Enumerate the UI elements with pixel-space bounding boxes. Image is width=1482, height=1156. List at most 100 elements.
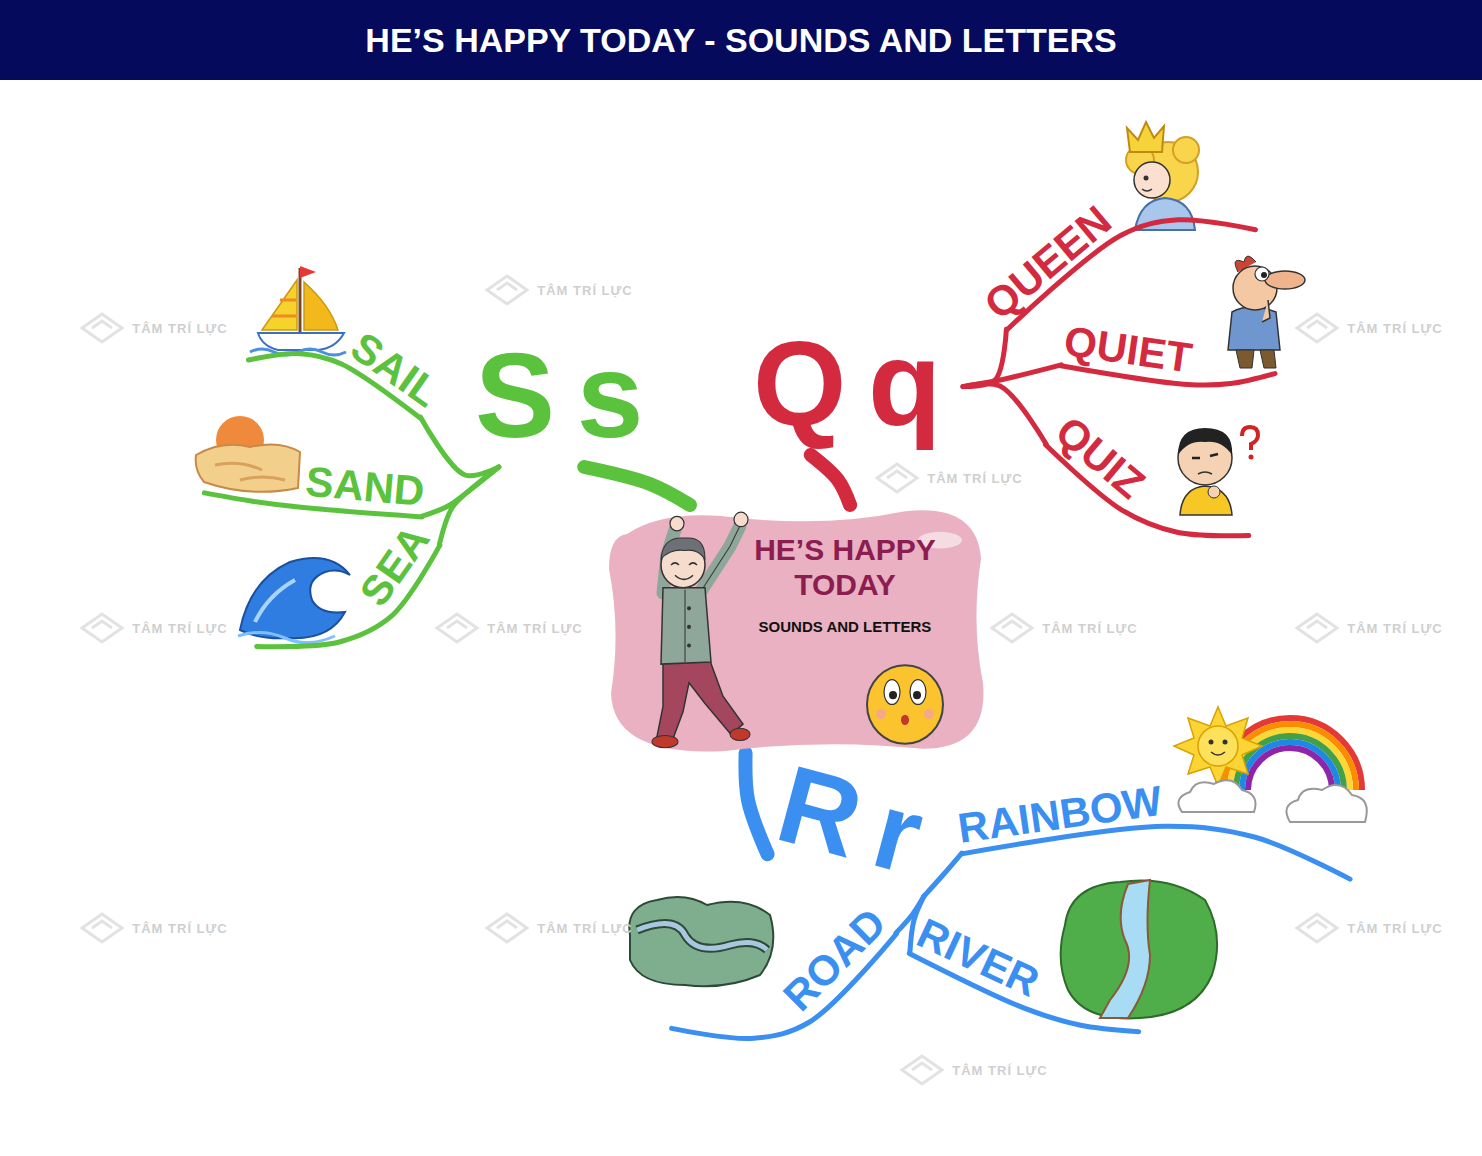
central-topic: HE’S HAPPY TODAY SOUNDS AND LETTERS: [605, 505, 985, 753]
topic-blob: [913, 691, 921, 699]
topic-blob: [675, 575, 693, 579]
topic-blob: [901, 715, 909, 725]
branch-underline: [1044, 398, 1249, 584]
quiet-man-picture: [1262, 300, 1270, 322]
topic-blob: [661, 588, 711, 664]
rainbow-picture: [1223, 740, 1228, 745]
sailboat-picture: [262, 280, 297, 330]
topic-blob: [876, 709, 886, 719]
sand-picture: [196, 416, 300, 492]
quiet-man-picture: [1228, 256, 1305, 368]
topic-blob: [910, 680, 926, 705]
letter-label: Rr: [768, 748, 953, 896]
topic-blob: [661, 538, 705, 559]
keyword-label: QUIET: [1061, 317, 1195, 383]
watermark-text: TÂM TRÍ LỰC: [927, 471, 1022, 486]
watermark-logo: [877, 464, 917, 492]
watermark-logo: [92, 921, 112, 928]
watermark-logo: [497, 921, 517, 928]
watermark-text: TÂM TRÍ LỰC: [487, 621, 582, 636]
quiz-boy-picture: [1242, 427, 1258, 450]
road-picture: [637, 924, 767, 950]
watermark-text: TÂM TRÍ LỰC: [537, 283, 632, 298]
watermark-logo: [82, 276, 1337, 1084]
watermark-logo: [1002, 621, 1022, 628]
topic-blob: [867, 665, 943, 744]
quiz-boy-picture: [1178, 427, 1258, 515]
sailboat-picture: [300, 266, 316, 278]
queen-picture: [1142, 189, 1152, 191]
sailboat-picture: [258, 333, 344, 350]
keyword-branch: SAIL: [342, 323, 448, 417]
rainbow-picture: [1248, 748, 1332, 790]
watermark-logo: [1307, 321, 1327, 328]
keyword-branch: SAND: [304, 458, 427, 516]
watermark-logo: [877, 464, 917, 492]
watermark-logo: [92, 621, 112, 628]
watermark-logo: [437, 614, 477, 642]
branch-underline: [257, 492, 443, 701]
watermark-logo: [437, 614, 477, 642]
watermark-logo: [1297, 614, 1337, 642]
quiz-boy-picture: [1192, 454, 1218, 458]
topic-blob: [685, 590, 686, 662]
quiet-man-picture: [1261, 272, 1267, 278]
quiet-man-picture: [1265, 271, 1305, 289]
watermark-logo: [82, 314, 122, 342]
watermark-logo: [1297, 614, 1337, 642]
wave-picture: [238, 632, 335, 642]
watermark-logo: [487, 276, 527, 304]
rainbow-picture: [1174, 707, 1262, 786]
letter-branch: Ss: [475, 323, 665, 467]
topic-subtitle: SOUNDS AND LETTERS: [725, 618, 965, 636]
sailboat-picture: [304, 282, 338, 330]
watermark-logo: [902, 1056, 942, 1084]
queen-picture: [1127, 122, 1164, 152]
watermark-logo: [1297, 914, 1337, 942]
letter-label: Ss: [475, 323, 665, 467]
rainbow-picture: [1211, 752, 1225, 755]
branch-line: [584, 467, 690, 505]
keyword-label: SAIL: [342, 323, 448, 417]
quiet-man-picture: [1228, 307, 1280, 350]
wave-picture: [255, 580, 295, 622]
sand-picture: [240, 477, 285, 480]
watermark-logo: [487, 914, 527, 942]
topic-title: HE’S HAPPY TODAY: [725, 533, 965, 602]
quiz-boy-picture: [1198, 472, 1212, 474]
watermark-logo: [1307, 921, 1327, 928]
road-picture: [629, 897, 773, 986]
watermark-logo: [82, 314, 122, 342]
watermark-text: TÂM TRÍ LỰC: [1042, 621, 1137, 636]
sand-picture: [196, 444, 300, 491]
branch-line: [439, 467, 498, 545]
watermark-logo: [992, 614, 1032, 642]
wave-picture: [240, 558, 350, 638]
rainbow-picture: [1178, 780, 1255, 812]
queen-picture: [1144, 176, 1149, 181]
watermark-logo: [82, 914, 122, 942]
watermark-text: TÂM TRÍ LỰC: [1347, 321, 1442, 336]
topic-blob: [884, 680, 900, 705]
keyword-label: RIVER: [910, 909, 1047, 1007]
watermark-text: TÂM TRÍ LỰC: [952, 1063, 1047, 1078]
road-picture: [637, 924, 767, 950]
keyword-branch: QUIZ: [1046, 407, 1154, 508]
topic-blob: [670, 516, 684, 530]
quiet-man-picture: [1255, 267, 1269, 281]
keyword-label: QUEEN: [975, 196, 1120, 329]
quiet-man-picture: [1236, 350, 1276, 368]
watermark-text: TÂM TRÍ LỰC: [1347, 621, 1442, 636]
quiz-boy-picture: [1208, 486, 1220, 498]
keyword-branch: QUIET: [1061, 317, 1195, 383]
rainbow-picture: [1286, 785, 1366, 822]
branch-line: [963, 384, 1046, 445]
quiet-man-picture: [1233, 266, 1277, 310]
quiz-boy-picture: [1249, 455, 1254, 460]
watermark-logo: [487, 276, 527, 304]
keyword-label: SAND: [304, 458, 427, 516]
watermark-logo: [447, 621, 467, 628]
watermark-text: TÂM TRÍ LỰC: [132, 321, 227, 336]
keyword-label: RAINBOW: [955, 777, 1165, 853]
